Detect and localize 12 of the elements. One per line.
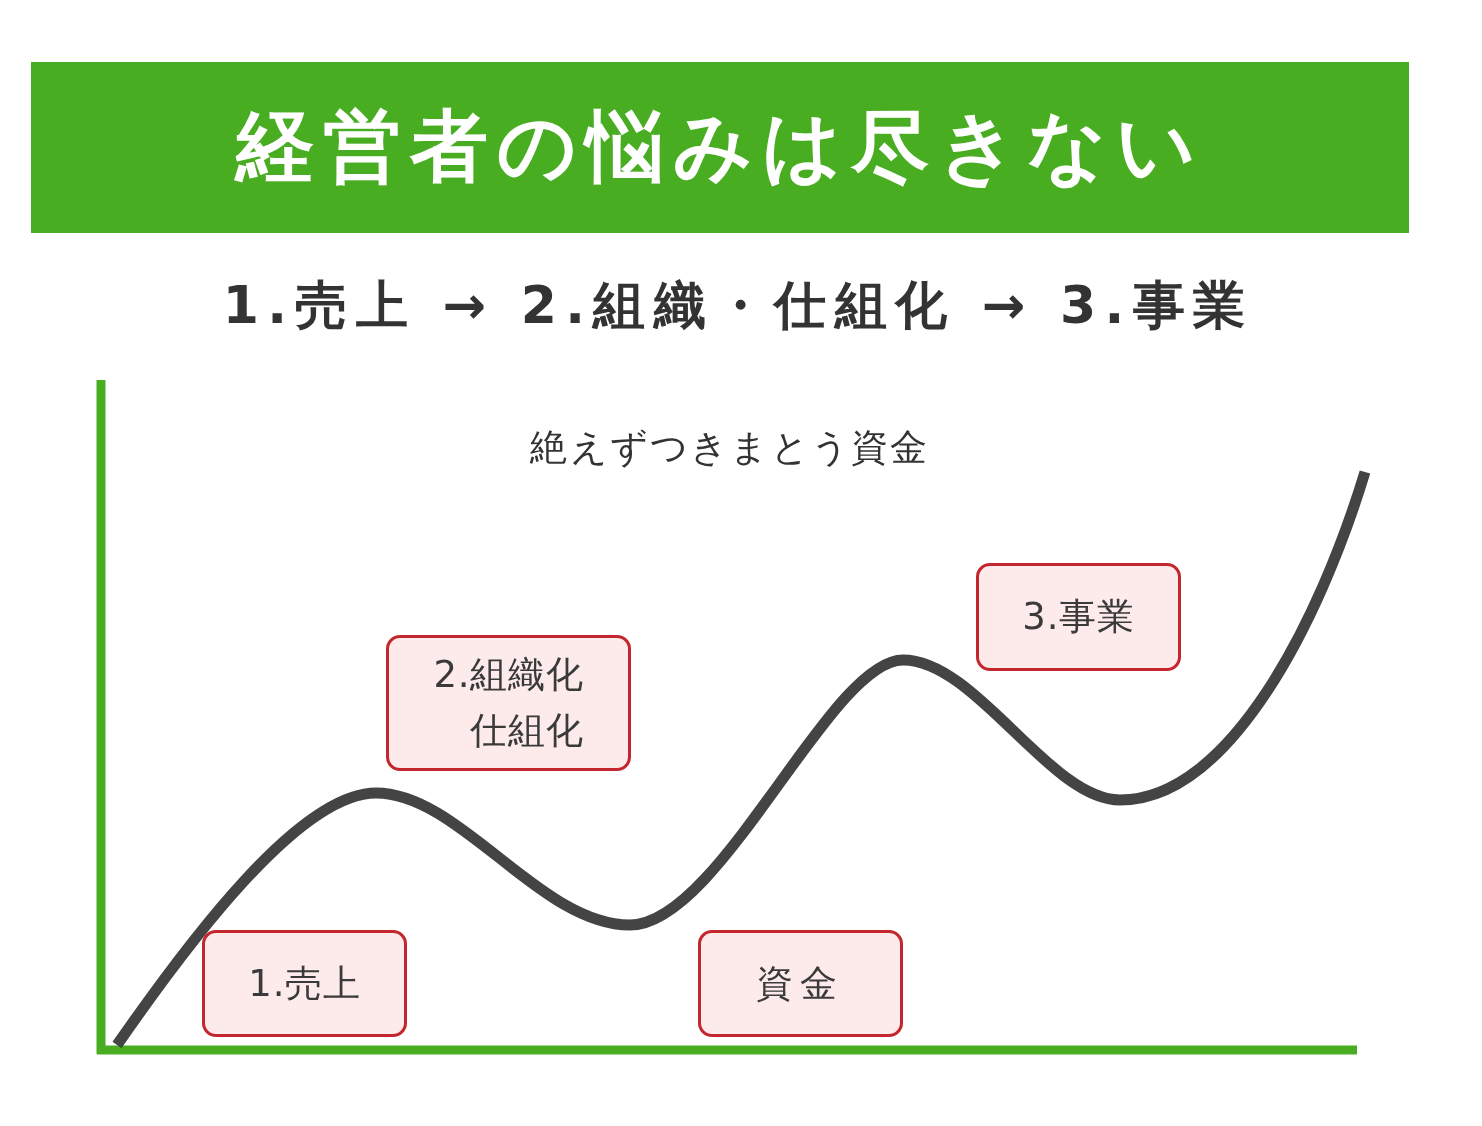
term-label: 2.組織化 (433, 652, 584, 698)
term-label: 資金 (756, 960, 845, 1007)
label-box (976, 563, 1181, 671)
stage-sequence: 1.売上 → 2.組織・仕組化 → 3.事業 (222, 274, 1254, 337)
label-box (386, 635, 631, 771)
term-label: 1.売上 (248, 960, 361, 1007)
chart-caption: 絶えずつきまとう資金 (530, 425, 930, 471)
term-label: 仕組化 (469, 708, 584, 754)
title: 経営者の悩みは尽きない (235, 100, 1205, 193)
term-label: 3.事業 (1022, 594, 1135, 640)
label-box (698, 930, 903, 1037)
label-box (202, 930, 407, 1037)
